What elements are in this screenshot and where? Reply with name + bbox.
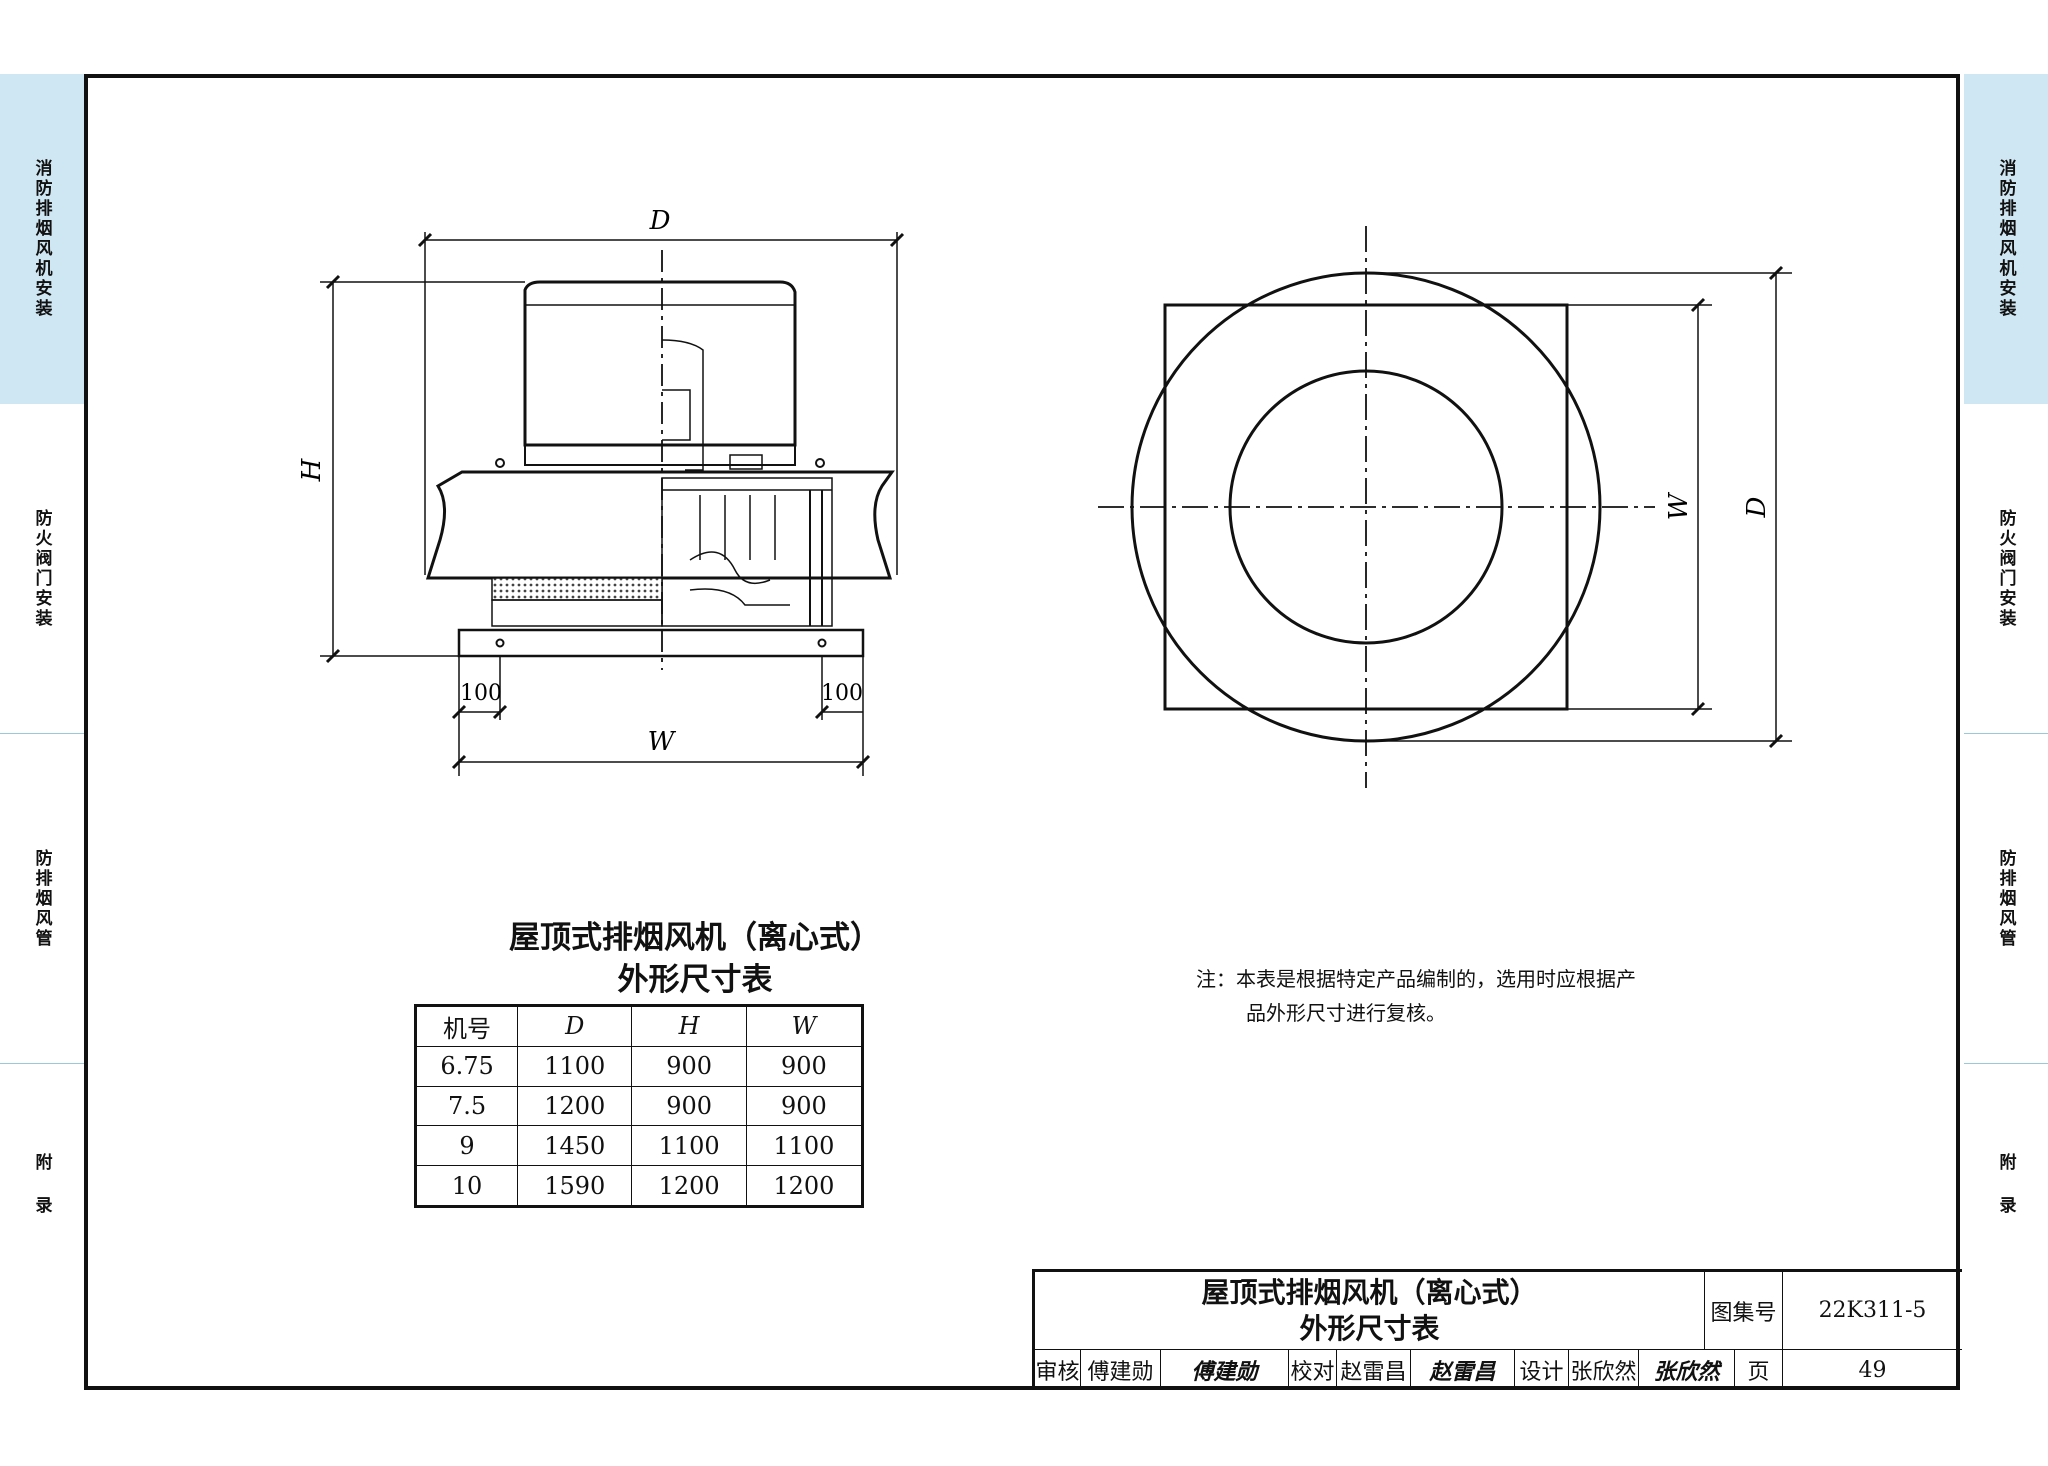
page-label: 页: [1734, 1349, 1782, 1390]
title-block-title-line2: 外形尺寸表: [1299, 1311, 1440, 1345]
plan-dim-D-label: D: [1742, 496, 1772, 518]
sidebar-divider: [0, 1063, 84, 1064]
atlas-label: 图集号: [1704, 1269, 1782, 1349]
reviewer-signature: 傅建勋: [1160, 1349, 1288, 1390]
table-cell: 900: [631, 1085, 747, 1127]
sidebar-left-tab-label: 防火阀门安装: [31, 509, 52, 629]
designer-name: 张欣然: [1568, 1349, 1638, 1390]
sidebar-right-tab-duct[interactable]: 防排烟风管: [1964, 734, 2048, 1064]
sidebar-divider: [1964, 1063, 2048, 1064]
plan-view-dimensions: [1366, 265, 1792, 749]
sidebar-left-tab-label: 防排烟风管: [31, 849, 52, 949]
sidebar-left-tab-label: 消防排烟风机安装: [31, 159, 52, 319]
sidebar-right-tab-appendix[interactable]: 附 录: [1964, 1064, 2048, 1304]
table-cell: 900: [631, 1045, 747, 1087]
page-number: 49: [1782, 1349, 1962, 1390]
drawing-frame: [84, 74, 1960, 1390]
table-cell: 900: [745, 1085, 864, 1127]
atlas-number: 22K311-5: [1782, 1269, 1962, 1349]
table-row: 7.5 1200 900 900: [414, 1085, 864, 1127]
table-caption-line2: 外形尺寸表: [617, 962, 773, 998]
table-cell: 1100: [631, 1125, 747, 1167]
note: 注：本表是根据特定产品编制的，选用时应根据产 品外形尺寸进行复核。: [1196, 962, 1756, 1030]
sidebar-right-tab-fan-install[interactable]: 消防排烟风机安装: [1964, 74, 2048, 404]
table-cell: 1590: [517, 1165, 633, 1207]
sidebar-left-tab-label: 附 录: [31, 1152, 52, 1216]
table-cell: 1200: [631, 1165, 747, 1207]
side-view-dimensions: [320, 232, 905, 776]
check-label: 校对: [1288, 1349, 1336, 1390]
table-row: 6.75 1100 900 900: [414, 1045, 864, 1087]
designer-signature: 张欣然: [1638, 1349, 1734, 1390]
title-block-title: 屋顶式排烟风机（离心式） 外形尺寸表: [1032, 1269, 1704, 1349]
dimension-table: 机号 D H W 6.75 1100 900 900 7.5 1200 900 …: [414, 1004, 864, 1208]
side-offset-left-label: 100: [460, 681, 502, 706]
table-header-cell: 机号: [414, 1005, 519, 1047]
table-header-row: 机号 D H W: [414, 1005, 864, 1047]
table-row: 10 1590 1200 1200: [414, 1165, 864, 1207]
side-view: [425, 250, 895, 670]
title-block-title-line1: 屋顶式排烟风机（离心式）: [1201, 1275, 1538, 1309]
table-caption-line1: 屋顶式排烟风机（离心式）: [509, 920, 881, 956]
table-cell: 6.75: [414, 1045, 519, 1087]
sidebar-divider: [0, 733, 84, 734]
table-header-cell: H: [631, 1005, 747, 1047]
review-label: 审核: [1032, 1349, 1080, 1390]
sidebar-right-tab-label: 防火阀门安装: [1995, 509, 2016, 629]
table-cell: 1200: [517, 1085, 633, 1127]
table-cell: 7.5: [414, 1085, 519, 1127]
sidebar-left-tab-duct[interactable]: 防排烟风管: [0, 734, 84, 1064]
sidebar-right-tab-label: 消防排烟风机安装: [1995, 159, 2016, 319]
sidebar-left-tab-fan-install[interactable]: 消防排烟风机安装: [0, 74, 84, 404]
sidebar-right-tab-fire-valve[interactable]: 防火阀门安装: [1964, 404, 2048, 734]
table-cell: 10: [414, 1165, 519, 1207]
table-cell: 9: [414, 1125, 519, 1167]
side-offset-right-label: 100: [821, 681, 863, 706]
title-block: 屋顶式排烟风机（离心式） 外形尺寸表 图集号 22K311-5 审核 傅建勋 傅…: [1032, 1269, 1962, 1390]
checker-signature: 赵雷昌: [1410, 1349, 1514, 1390]
side-dim-W-label: W: [648, 727, 677, 757]
table-cell: 1100: [517, 1045, 633, 1087]
sidebar-right-tab-label: 附 录: [1995, 1152, 2016, 1216]
note-line: 注：本表是根据特定产品编制的，选用时应根据产: [1196, 967, 1636, 991]
table-cell: 900: [745, 1045, 864, 1087]
sidebar-divider: [1964, 733, 2048, 734]
plan-dim-W-label: W: [1664, 491, 1694, 520]
sidebar-left-tab-fire-valve[interactable]: 防火阀门安装: [0, 404, 84, 734]
note-line: 品外形尺寸进行复核。: [1246, 1001, 1446, 1025]
checker-name: 赵雷昌: [1336, 1349, 1410, 1390]
plan-view: [1098, 226, 1655, 788]
design-label: 设计: [1514, 1349, 1568, 1390]
table-cell: 1100: [745, 1125, 864, 1167]
table-header-cell: D: [517, 1005, 633, 1047]
table-row: 9 1450 1100 1100: [414, 1125, 864, 1167]
table-cell: 1200: [745, 1165, 864, 1207]
sidebar-right-tab-label: 防排烟风管: [1995, 849, 2016, 949]
table-header-cell: W: [745, 1005, 864, 1047]
reviewer-name: 傅建勋: [1080, 1349, 1160, 1390]
side-dim-H-label: H: [297, 457, 327, 482]
sidebar-left-tab-appendix[interactable]: 附 录: [0, 1064, 84, 1304]
table-cell: 1450: [517, 1125, 633, 1167]
side-dim-D-label: D: [649, 206, 671, 236]
